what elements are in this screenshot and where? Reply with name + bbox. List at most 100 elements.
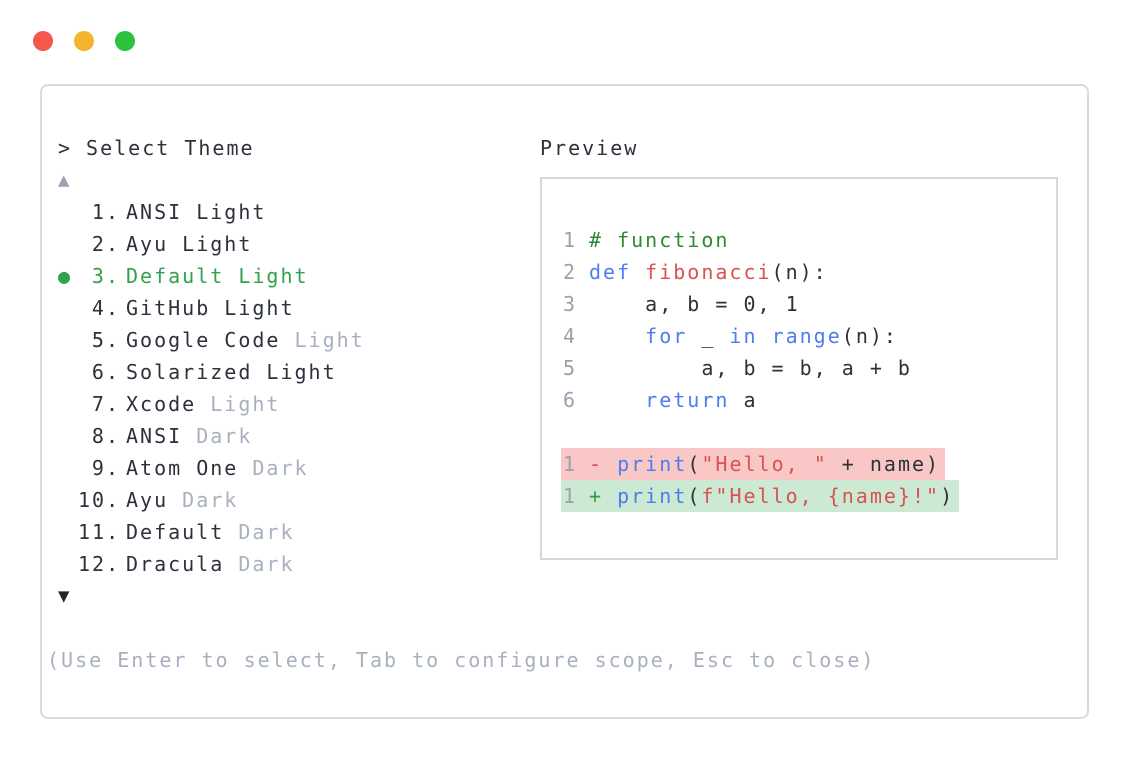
- theme-list-item[interactable]: 6.Solarized Light: [58, 356, 500, 388]
- theme-item-label: Default: [126, 520, 239, 544]
- scroll-down-icon[interactable]: ▼: [58, 585, 72, 607]
- code-token-kw: print: [617, 484, 688, 508]
- code-token-pl: [589, 388, 645, 412]
- theme-item-number: 8.: [91, 424, 120, 448]
- theme-item-number: 10.: [78, 488, 121, 512]
- theme-item-label: Ayu Light: [126, 232, 253, 256]
- theme-list-item[interactable]: 2.Ayu Light: [58, 228, 500, 260]
- code-line: 4 for _ in range(n):: [561, 320, 1042, 352]
- diff-line-del: 1- print("Hello, " + name): [561, 448, 1042, 480]
- theme-item-variant-label: Dark: [238, 520, 295, 544]
- theme-item-label: ANSI: [126, 424, 197, 448]
- prompt-symbol: >: [58, 136, 73, 160]
- theme-item-label: Atom One: [126, 456, 253, 480]
- code-line: 3 a, b = 0, 1: [561, 288, 1042, 320]
- theme-list-item[interactable]: 10.Ayu Dark: [58, 484, 500, 516]
- theme-list-item[interactable]: 1.ANSI Light: [58, 196, 500, 228]
- theme-item-label: Default Light: [126, 264, 309, 288]
- code-token-pl: [631, 260, 645, 284]
- code-line: 1 # function: [561, 224, 1042, 256]
- code-token-pl: a, b = b, a + b: [589, 356, 912, 380]
- theme-item-label: ANSI Light: [126, 200, 267, 224]
- bullet-slot: [58, 228, 78, 260]
- theme-item-number: 2.: [91, 232, 120, 256]
- theme-item-number: 9.: [91, 456, 120, 480]
- bullet-slot: [58, 356, 78, 388]
- diff-line-add: 1 + print(f"Hello, {name}!"): [561, 480, 1042, 512]
- theme-list-item[interactable]: 12.Dracula Dark: [58, 548, 500, 580]
- bullet-slot: [58, 196, 78, 228]
- theme-item-label: Dracula: [126, 552, 239, 576]
- code-token-pl: (n):: [841, 324, 898, 348]
- theme-item-label: Ayu: [126, 488, 183, 512]
- code-token-kw: range: [771, 324, 842, 348]
- diff-highlight-del: 1- print("Hello, " + name): [561, 448, 946, 480]
- code-token-cm: # function: [589, 228, 730, 252]
- line-number: 4: [562, 324, 575, 348]
- diff-highlight-add: 1 + print(f"Hello, {name}!"): [561, 480, 960, 512]
- theme-list-item[interactable]: 5.Google Code Light: [58, 324, 500, 356]
- line-number: 1: [562, 228, 575, 252]
- close-button[interactable]: [33, 31, 53, 51]
- theme-list-item[interactable]: 8.ANSI Dark: [58, 420, 500, 452]
- theme-item-variant-label: Dark: [182, 488, 239, 512]
- code-token-del: -: [589, 452, 618, 476]
- minimize-button[interactable]: [74, 31, 94, 51]
- theme-item-label: Xcode: [126, 392, 211, 416]
- code-token-str: f"Hello, {name}!": [701, 484, 941, 508]
- bullet-slot: [58, 324, 78, 356]
- line-number: 1: [562, 484, 575, 508]
- theme-list-item[interactable]: 4.GitHub Light: [58, 292, 500, 324]
- bullet-slot: [58, 420, 78, 452]
- theme-item-label: Solarized Light: [126, 360, 337, 384]
- bullet-slot: [58, 388, 78, 420]
- theme-item-variant-label: Dark: [238, 552, 295, 576]
- code-token-pl: + name): [827, 452, 941, 476]
- line-number: 6: [562, 388, 575, 412]
- bullet-slot: [58, 292, 78, 324]
- bullet-slot: [58, 484, 78, 516]
- theme-list-item[interactable]: ●3.Default Light: [58, 260, 500, 292]
- theme-list-item[interactable]: 11.Default Dark: [58, 516, 500, 548]
- maximize-button[interactable]: [115, 31, 135, 51]
- theme-item-variant-label: Light: [294, 328, 365, 352]
- code-token-pl: [589, 324, 645, 348]
- code-token-pl: a, b = 0, 1: [589, 292, 800, 316]
- theme-item-number: 4.: [91, 296, 120, 320]
- bullet-slot: [58, 516, 78, 548]
- code-token-pl: ): [940, 484, 955, 508]
- theme-item-number: 5.: [91, 328, 120, 352]
- code-token-kw: in: [729, 324, 758, 348]
- theme-item-variant-label: Dark: [252, 456, 309, 480]
- blank-line: [561, 416, 1042, 448]
- code-line: 6 return a: [561, 384, 1042, 416]
- line-number: 5: [562, 356, 575, 380]
- theme-item-variant-label: Dark: [196, 424, 253, 448]
- help-text: (Use Enter to select, Tab to configure s…: [47, 648, 876, 672]
- theme-item-variant-label: Light: [210, 392, 281, 416]
- code-token-pl: (n):: [771, 260, 828, 284]
- code-token-fn: fibonacci: [645, 260, 772, 284]
- code-token-pl: (: [687, 484, 702, 508]
- theme-item-number: 6.: [91, 360, 120, 384]
- line-number: 1: [562, 452, 575, 476]
- theme-list-item[interactable]: 9.Atom One Dark: [58, 452, 500, 484]
- theme-item-number: 1.: [91, 200, 120, 224]
- scroll-up-icon[interactable]: ▲: [58, 169, 72, 191]
- theme-item-label: GitHub Light: [126, 296, 295, 320]
- code-token-add: +: [589, 484, 618, 508]
- theme-item-number: 12.: [78, 552, 121, 576]
- code-token-str: "Hello, ": [701, 452, 828, 476]
- code-token-pl: _: [687, 324, 730, 348]
- code-line: 5 a, b = b, a + b: [561, 352, 1042, 384]
- theme-item-number: 7.: [91, 392, 120, 416]
- theme-list-item[interactable]: 7.Xcode Light: [58, 388, 500, 420]
- bullet-slot: [58, 548, 78, 580]
- bullet-slot: [58, 452, 78, 484]
